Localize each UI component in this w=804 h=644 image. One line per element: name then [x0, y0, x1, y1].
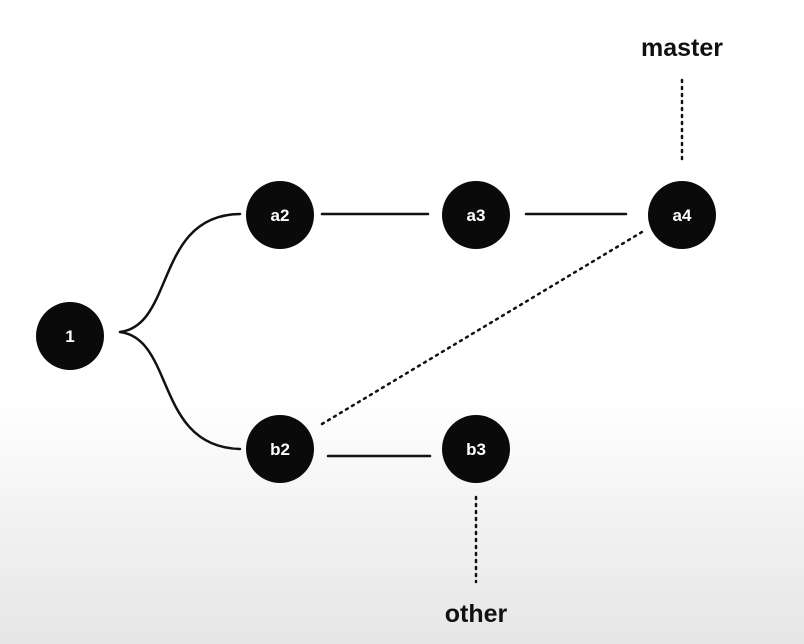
branch-label-other: other	[445, 600, 508, 628]
commit-label-b2: b2	[270, 440, 290, 459]
commit-label-a4: a4	[673, 206, 692, 225]
commit-label-a3: a3	[467, 206, 486, 225]
commit-node-a4: a4	[648, 181, 716, 249]
commit-label-a2: a2	[271, 206, 290, 225]
commit-node-a3: a3	[442, 181, 510, 249]
commit-node-b2: b2	[246, 415, 314, 483]
commit-label-b3: b3	[466, 440, 486, 459]
edge-1-to-a2	[118, 212, 242, 334]
commit-node-a2: a2	[246, 181, 314, 249]
commit-node-b3: b3	[442, 415, 510, 483]
merge-edge-b2-to-a4	[320, 230, 644, 426]
edge-1-to-b2	[118, 330, 242, 451]
commit-node-1: 1	[36, 302, 104, 370]
commit-label-1: 1	[65, 327, 74, 346]
branch-label-master: master	[641, 34, 723, 62]
